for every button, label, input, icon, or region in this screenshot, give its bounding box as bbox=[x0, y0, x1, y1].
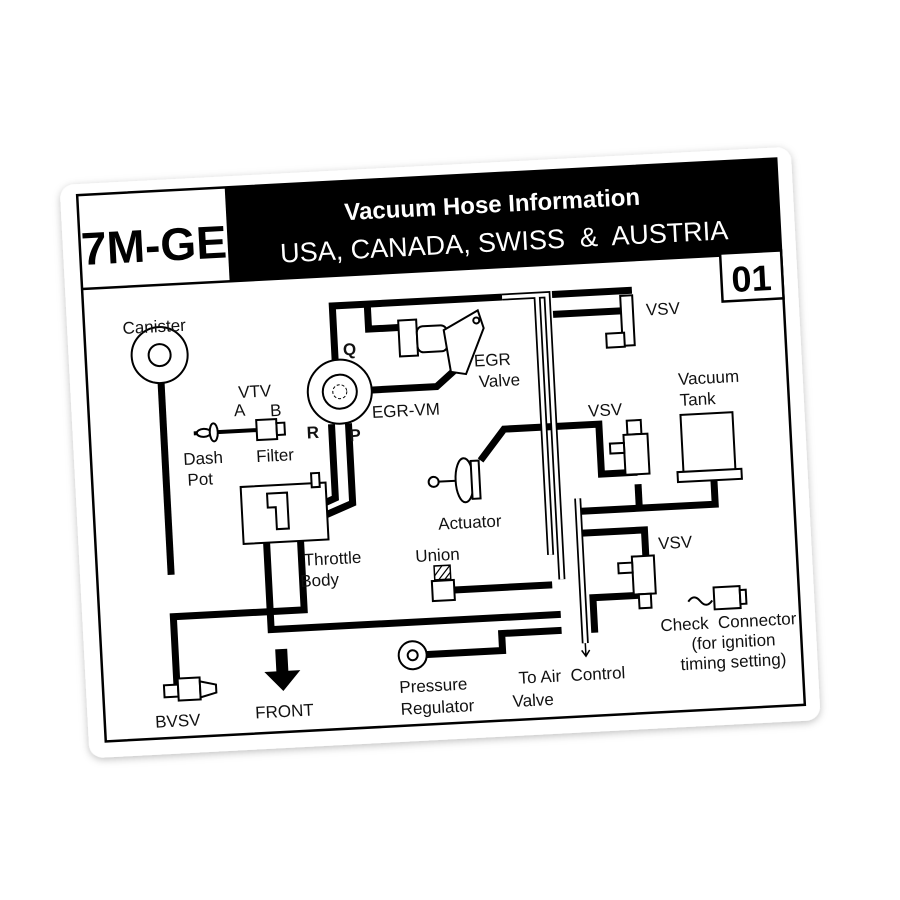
actuator-label: Actuator bbox=[438, 511, 503, 533]
front-arrow-icon bbox=[264, 648, 301, 692]
throttle-label: Throttle bbox=[303, 548, 362, 570]
engine-code: 7M-GE bbox=[80, 215, 228, 275]
front-label: FRONT bbox=[255, 701, 314, 723]
pot-label: Pot bbox=[187, 469, 214, 489]
union-label: Union bbox=[415, 545, 460, 566]
vsv-lower-icon bbox=[617, 554, 657, 610]
egr-valve-label: Valve bbox=[478, 370, 520, 391]
port-r-label: R bbox=[306, 423, 319, 443]
tank-label: Tank bbox=[679, 389, 716, 410]
vtv-label: VTV bbox=[238, 381, 273, 402]
actuator-icon bbox=[427, 457, 482, 504]
regulator-label: Regulator bbox=[400, 696, 475, 719]
label-number: 01 bbox=[730, 257, 772, 300]
dash-pot-icon bbox=[193, 422, 257, 443]
canister-label: Canister bbox=[122, 316, 187, 338]
air-control-valve-label: Valve bbox=[512, 690, 554, 711]
bvsv-label: BVSV bbox=[155, 710, 202, 731]
bvsv-icon bbox=[162, 676, 218, 702]
vsv-middle-icon bbox=[608, 418, 651, 476]
vtv-filter-icon bbox=[255, 418, 287, 442]
canister-icon bbox=[130, 326, 189, 385]
port-p-label: P bbox=[349, 426, 361, 446]
vsv-lower-label: VSV bbox=[658, 532, 694, 553]
filter-label: Filter bbox=[256, 445, 295, 466]
egr-vm-icon bbox=[306, 358, 373, 425]
for-ignition-label: (for ignition bbox=[691, 630, 776, 653]
vsv-top-label: VSV bbox=[645, 299, 681, 320]
vsv-middle-label: VSV bbox=[588, 400, 624, 421]
egr-vm-label: EGR-VM bbox=[371, 399, 440, 422]
vtv-port-b-label: B bbox=[270, 401, 282, 421]
vacuum-hoses bbox=[157, 286, 719, 691]
check-connector-icon bbox=[687, 584, 748, 611]
engine-box-divider bbox=[224, 187, 233, 282]
vtv-port-a-label: A bbox=[233, 401, 246, 421]
vacuum-label: Vacuum bbox=[678, 367, 740, 389]
vsv-top-icon bbox=[605, 294, 636, 349]
union-icon bbox=[430, 564, 456, 603]
header-divider bbox=[82, 254, 721, 291]
egr-valve-icon bbox=[397, 308, 485, 376]
dash-label: Dash bbox=[183, 448, 224, 469]
port-q-label: Q bbox=[343, 340, 357, 360]
body-label: Body bbox=[300, 570, 340, 591]
pressure-label: Pressure bbox=[399, 674, 468, 697]
label-number-box bbox=[718, 249, 785, 303]
pressure-regulator-icon bbox=[397, 640, 428, 671]
egr-label: EGR bbox=[473, 350, 511, 371]
header-band bbox=[225, 158, 782, 282]
vacuum-tank-icon bbox=[676, 411, 743, 484]
throttle-body-icon bbox=[239, 471, 330, 545]
